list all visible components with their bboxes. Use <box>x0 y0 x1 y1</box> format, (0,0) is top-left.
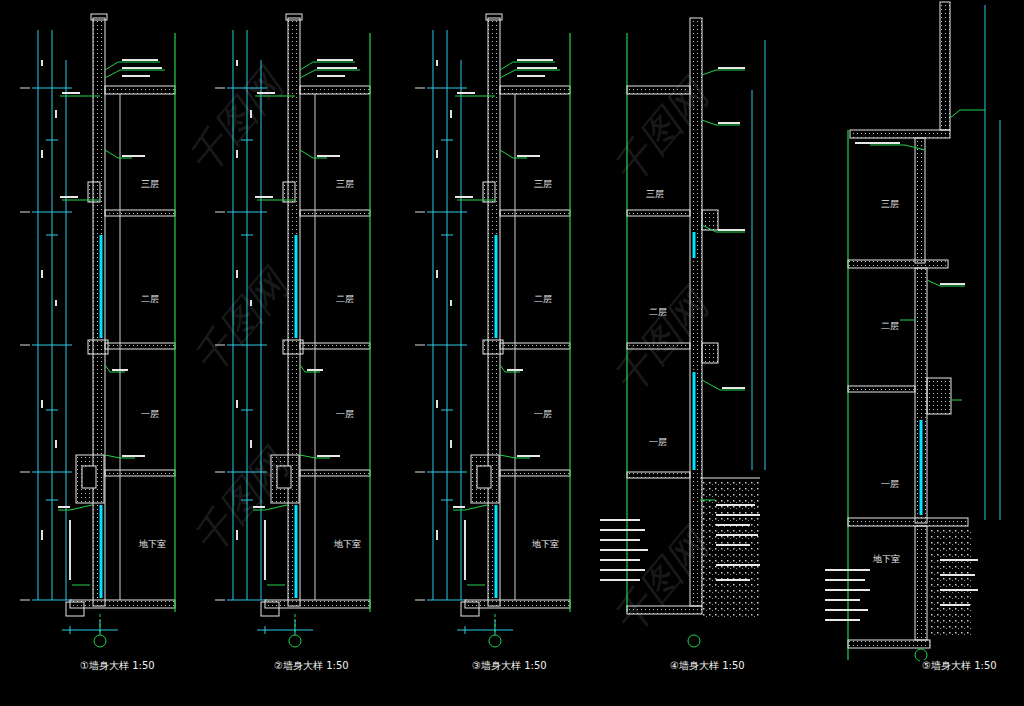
detail-caption: ⑤墙身大样 1:50 <box>920 660 999 671</box>
detail-caption: ①墙身大样 1:50 <box>78 660 157 671</box>
room-label: 地下室 <box>531 540 560 550</box>
room-label: 一层 <box>648 438 668 448</box>
room-label: 三层 <box>335 180 355 190</box>
room-label: 二层 <box>140 295 160 305</box>
detail-caption: ③墙身大样 1:50 <box>470 660 549 671</box>
room-label: 三层 <box>645 190 665 200</box>
room-label: 三层 <box>140 180 160 190</box>
room-label: 一层 <box>533 410 553 420</box>
room-label: 地下室 <box>138 540 167 550</box>
watermark: 千图网 <box>185 262 296 382</box>
room-label: 二层 <box>335 295 355 305</box>
room-label: 三层 <box>533 180 553 190</box>
room-label: 二层 <box>533 295 553 305</box>
room-label: 一层 <box>335 410 355 420</box>
room-label: 地下室 <box>872 555 901 565</box>
room-label: 一层 <box>140 410 160 420</box>
watermark: 千图网 <box>180 62 291 182</box>
room-label: 三层 <box>880 200 900 210</box>
room-label: 地下室 <box>333 540 362 550</box>
detail-caption: ④墙身大样 1:50 <box>668 660 747 671</box>
room-label: 二层 <box>880 322 900 332</box>
room-label: 一层 <box>880 480 900 490</box>
detail-caption: ②墙身大样 1:50 <box>272 660 351 671</box>
